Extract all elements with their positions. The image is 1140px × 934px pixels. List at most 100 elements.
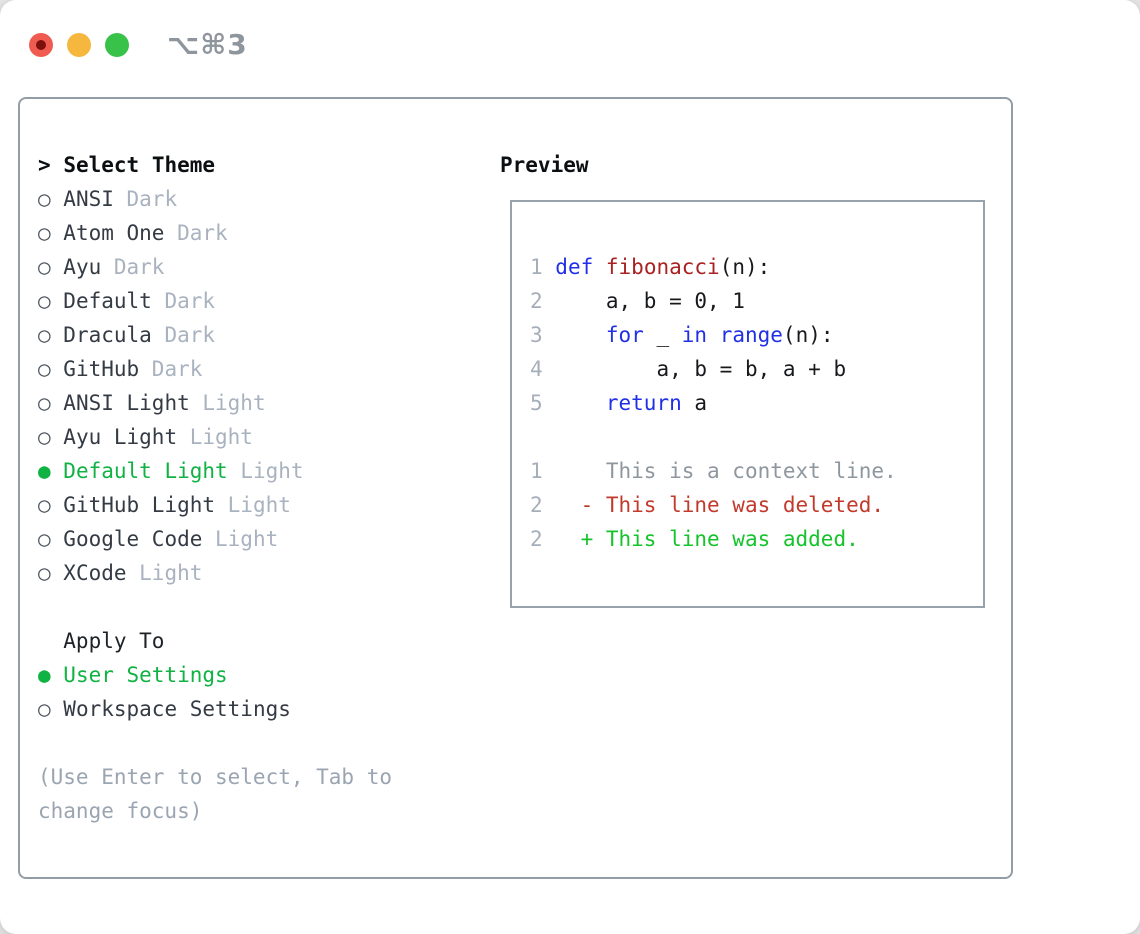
radio-unselected-icon: ○ bbox=[38, 561, 64, 585]
theme-name: ANSI Light bbox=[63, 391, 190, 415]
theme-item-default-light[interactable]: ● Default Light Light bbox=[38, 454, 478, 488]
radio-selected-icon: ● bbox=[38, 663, 64, 687]
radio-unselected-icon: ○ bbox=[38, 527, 64, 551]
prompt-caret-icon: > bbox=[38, 153, 51, 177]
apply-option-workspace-settings[interactable]: ○ Workspace Settings bbox=[38, 692, 478, 726]
title-bar: ⌥⌘3 bbox=[29, 28, 248, 61]
apply-option-label: Workspace Settings bbox=[63, 697, 291, 721]
code-segment-function: fibonacci bbox=[605, 255, 720, 279]
diff-line-added: 2 + This line was added. bbox=[530, 522, 897, 556]
zoom-button[interactable] bbox=[105, 32, 129, 57]
theme-variant-tag: Dark bbox=[164, 323, 216, 347]
theme-variant-tag: Light bbox=[189, 425, 253, 449]
theme-item-dracula[interactable]: ○ Dracula Dark bbox=[38, 318, 478, 352]
theme-item-xcode[interactable]: ○ XCode Light bbox=[38, 556, 478, 590]
code-segment-plain: (n): bbox=[719, 255, 771, 279]
radio-unselected-icon: ○ bbox=[38, 187, 64, 211]
theme-name: GitHub bbox=[63, 357, 140, 381]
code-segment-plain bbox=[593, 255, 606, 279]
theme-name: Ayu bbox=[63, 255, 102, 279]
apply-to-header: Apply To bbox=[63, 629, 165, 653]
close-dot-icon bbox=[36, 39, 46, 50]
code-segment-plain bbox=[555, 323, 606, 347]
diff-text: + This line was added. bbox=[555, 527, 859, 551]
radio-unselected-icon: ○ bbox=[38, 493, 64, 517]
apply-option-user-settings[interactable]: ● User Settings bbox=[38, 658, 478, 692]
line-number: 3 bbox=[530, 323, 543, 347]
code-line: 3 for _ in range(n): bbox=[530, 318, 897, 352]
theme-variant-tag: Light bbox=[139, 561, 203, 585]
code-segment-keyword: in bbox=[681, 323, 708, 347]
radio-unselected-icon: ○ bbox=[38, 391, 64, 415]
theme-item-google-code[interactable]: ○ Google Code Light bbox=[38, 522, 478, 556]
radio-unselected-icon: ○ bbox=[38, 425, 64, 449]
theme-item-github[interactable]: ○ GitHub Dark bbox=[38, 352, 478, 386]
diff-text: - This line was deleted. bbox=[555, 493, 885, 517]
minimize-button[interactable] bbox=[67, 32, 91, 57]
code-segment-keyword: return bbox=[605, 391, 682, 415]
diff-line-context: 1 This is a context line. bbox=[530, 454, 897, 488]
code-segment-keyword: def bbox=[555, 255, 594, 279]
line-number: 5 bbox=[530, 391, 543, 415]
theme-variant-tag: Dark bbox=[151, 357, 203, 381]
help-text-line-1: (Use Enter to select, Tab to bbox=[38, 765, 393, 789]
theme-variant-tag: Dark bbox=[164, 289, 216, 313]
theme-variant-tag: Light bbox=[202, 391, 266, 415]
window-shortcut-label: ⌥⌘3 bbox=[167, 28, 248, 61]
theme-variant-tag: Light bbox=[227, 493, 291, 517]
radio-unselected-icon: ○ bbox=[38, 323, 64, 347]
select-theme-header: > Select Theme bbox=[38, 148, 478, 182]
theme-name: Dracula bbox=[63, 323, 152, 347]
theme-name: GitHub Light bbox=[63, 493, 216, 517]
apply-option-label: User Settings bbox=[63, 663, 228, 687]
radio-unselected-icon: ○ bbox=[38, 221, 64, 245]
line-number: 4 bbox=[530, 357, 543, 381]
line-number: 2 bbox=[530, 493, 543, 517]
code-segment-keyword: range bbox=[719, 323, 783, 347]
radio-unselected-icon: ○ bbox=[38, 697, 64, 721]
code-segment-plain: a bbox=[681, 391, 708, 415]
spacer-line bbox=[38, 726, 478, 760]
code-line: 4 a, b = b, a + b bbox=[530, 352, 897, 386]
theme-variant-tag: Light bbox=[215, 527, 279, 551]
preview-title: Preview bbox=[500, 153, 589, 177]
theme-name: Google Code bbox=[63, 527, 203, 551]
code-segment-plain bbox=[555, 391, 606, 415]
diff-line-deleted: 2 - This line was deleted. bbox=[530, 488, 897, 522]
radio-selected-icon: ● bbox=[38, 459, 64, 483]
theme-name: XCode bbox=[63, 561, 127, 585]
theme-name: Atom One bbox=[63, 221, 165, 245]
code-segment-plain: _ bbox=[643, 323, 682, 347]
theme-variant-tag: Light bbox=[240, 459, 304, 483]
theme-item-github-light[interactable]: ○ GitHub Light Light bbox=[38, 488, 478, 522]
line-number: 1 bbox=[530, 459, 543, 483]
theme-name: Default Light bbox=[63, 459, 228, 483]
theme-item-ayu-light[interactable]: ○ Ayu Light Light bbox=[38, 420, 478, 454]
code-segment-plain bbox=[707, 323, 720, 347]
diff-text: This is a context line. bbox=[555, 459, 897, 483]
close-button[interactable] bbox=[29, 32, 53, 57]
line-number: 2 bbox=[530, 289, 543, 313]
theme-item-ansi-light[interactable]: ○ ANSI Light Light bbox=[38, 386, 478, 420]
help-text-line-2: change focus) bbox=[38, 799, 203, 823]
theme-variant-tag: Dark bbox=[113, 255, 165, 279]
line-number: 1 bbox=[530, 255, 543, 279]
spacer-line bbox=[38, 590, 478, 624]
code-segment-plain: a, b = 0, 1 bbox=[555, 289, 745, 313]
theme-name: Ayu Light bbox=[63, 425, 178, 449]
line-number: 2 bbox=[530, 527, 543, 551]
code-line: 5 return a bbox=[530, 386, 897, 420]
radio-unselected-icon: ○ bbox=[38, 357, 64, 381]
code-line: 2 a, b = 0, 1 bbox=[530, 284, 897, 318]
radio-unselected-icon: ○ bbox=[38, 289, 64, 313]
theme-variant-tag: Dark bbox=[126, 187, 178, 211]
